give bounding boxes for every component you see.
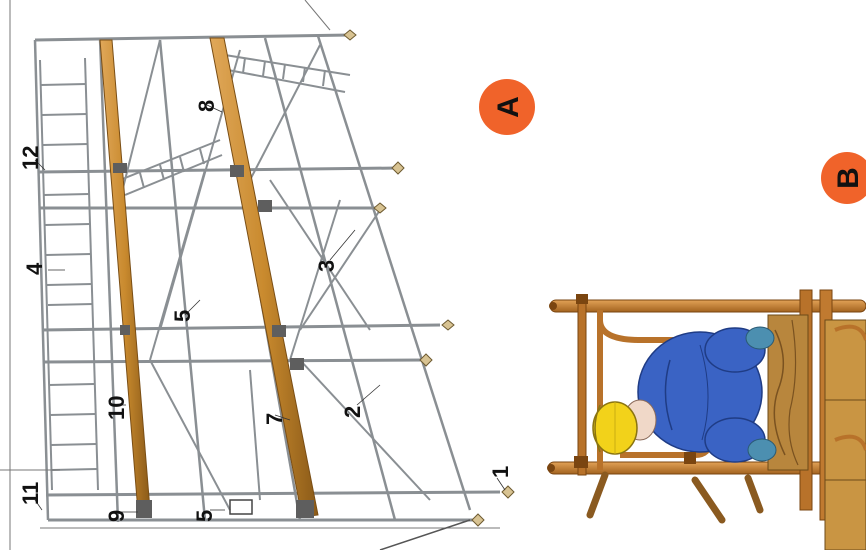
panel-b-badge: B xyxy=(821,152,866,204)
callout-4: 4 xyxy=(22,262,47,275)
callout-5-upper: 5 xyxy=(170,310,195,322)
callout-12: 12 xyxy=(18,146,43,170)
callout-2: 2 xyxy=(340,406,365,418)
wooden-deck xyxy=(768,315,866,550)
callout-8: 8 xyxy=(194,100,219,112)
ladder xyxy=(40,58,98,490)
scaffold-diagram-a: 1 2 3 4 5 5 7 8 9 10 11 12 A xyxy=(0,0,535,550)
callout-3: 3 xyxy=(314,260,339,272)
worker xyxy=(593,327,776,462)
panel-a-label: A xyxy=(492,96,525,118)
hard-hat-icon xyxy=(593,402,637,454)
callout-7: 7 xyxy=(262,413,287,425)
worker-platform-diagram-b: B xyxy=(547,152,866,550)
panel-a-badge: A xyxy=(479,79,535,135)
callout-9: 9 xyxy=(104,510,129,522)
callout-1: 1 xyxy=(488,466,513,478)
callout-5-lower: 5 xyxy=(192,510,217,522)
panel-b-label: B xyxy=(832,167,865,189)
callout-10: 10 xyxy=(104,396,129,420)
callout-11: 11 xyxy=(18,482,43,505)
